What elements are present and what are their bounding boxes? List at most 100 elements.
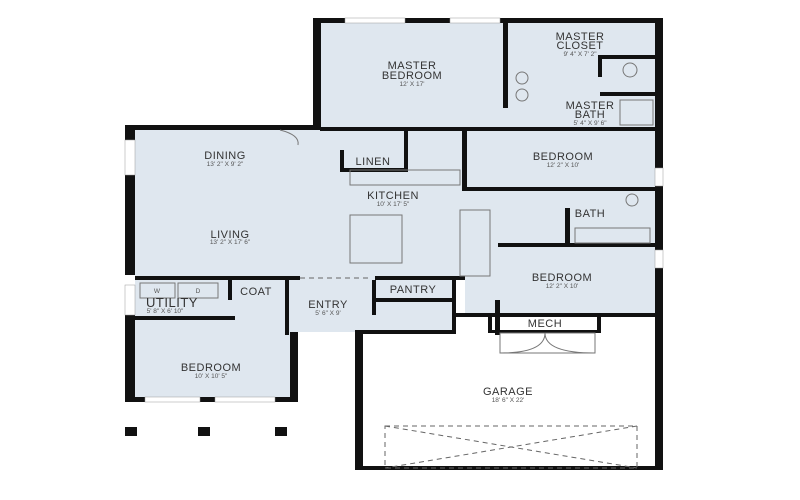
- bedroom-right-label: BEDROOM: [532, 272, 592, 284]
- master-bath-label: MASTER: [566, 100, 615, 112]
- windows: [124, 17, 664, 403]
- wall: [290, 332, 298, 402]
- living-label: LIVING: [210, 229, 249, 241]
- utility-label: UTILITY: [146, 295, 198, 310]
- bedroom-lower-left-size: 10' X 10' 5": [195, 373, 228, 380]
- bedroom-right-size: 12' 2" X 10': [546, 283, 579, 290]
- living-size: 13' 2" X 17' 6": [210, 239, 251, 246]
- wall: [125, 125, 320, 130]
- wall: [125, 125, 135, 275]
- mech-label: MECH: [528, 318, 562, 330]
- coat-label: COAT: [240, 286, 272, 298]
- wall: [488, 330, 601, 333]
- bathtub-icon: [619, 99, 654, 126]
- bath-label: BATH: [575, 208, 606, 220]
- wall: [655, 18, 663, 470]
- master-bedroom-label: BEDROOM: [382, 70, 442, 82]
- wall: [320, 127, 660, 131]
- pantry-label: PANTRY: [390, 284, 437, 296]
- post: [198, 427, 210, 436]
- wall: [462, 187, 657, 191]
- room-labels: MASTER BEDROOM 12' X 17' MASTER CLOSET 9…: [146, 31, 614, 404]
- master-bath-label: BATH: [575, 109, 606, 121]
- mech-doors: [499, 332, 596, 354]
- wall: [340, 150, 344, 172]
- garage-door: [384, 425, 638, 469]
- wall: [503, 20, 508, 108]
- wall: [455, 313, 655, 317]
- sink-icon: [515, 71, 529, 85]
- washer-icon: [139, 282, 176, 299]
- fixtures: W D: [139, 62, 654, 469]
- wall: [135, 276, 300, 280]
- window: [344, 17, 406, 24]
- bedroom-lower-left-label: BEDROOM: [181, 362, 241, 374]
- kitchen-cabinets: [349, 169, 461, 186]
- door-swing: [499, 332, 596, 354]
- wall: [355, 330, 455, 334]
- window: [214, 396, 276, 403]
- wall: [598, 55, 602, 77]
- wall: [228, 280, 232, 300]
- room-fills: [135, 22, 660, 400]
- garage-label: GARAGE: [483, 386, 533, 398]
- washer-label: W: [154, 288, 161, 295]
- kitchen-label: KITCHEN: [367, 190, 419, 202]
- post: [275, 427, 287, 436]
- wall: [598, 55, 655, 59]
- wall: [375, 276, 465, 280]
- wall: [495, 300, 500, 335]
- wall: [125, 397, 298, 402]
- dining-size: 13' 2" X 9' 2": [207, 161, 244, 168]
- porch-posts: [125, 427, 287, 436]
- wall: [600, 92, 655, 96]
- master-closet-label: CLOSET: [556, 40, 603, 52]
- entry-size: 5' 6" X 9': [315, 310, 340, 317]
- garage-door-mark: [384, 425, 638, 469]
- window: [654, 249, 664, 269]
- wall: [372, 280, 376, 315]
- bedroom-upper-label: BEDROOM: [533, 151, 593, 163]
- window: [654, 167, 664, 187]
- entry-label: ENTRY: [308, 299, 348, 311]
- master-closet-label: MASTER: [556, 31, 605, 43]
- kitchen-counter: [459, 209, 491, 277]
- master-bedroom-label: MASTER: [388, 60, 437, 72]
- master-suite-area: [320, 22, 660, 132]
- sink-icon: [515, 88, 529, 102]
- door-swing: [279, 129, 299, 146]
- wall: [355, 466, 663, 470]
- post: [125, 427, 137, 436]
- kitchen-island: [349, 214, 403, 264]
- wall: [135, 316, 235, 320]
- wall: [355, 332, 363, 470]
- window: [144, 396, 201, 403]
- kitchen-size: 10' X 17' 5": [377, 201, 410, 208]
- wall: [125, 315, 135, 400]
- wall: [488, 313, 492, 333]
- bedroom-wing-area: [465, 130, 657, 316]
- window: [449, 17, 501, 24]
- linen-label: LINEN: [356, 156, 391, 168]
- dryer-label: D: [196, 288, 201, 295]
- wall: [462, 130, 467, 190]
- utility-size: 5' 8" X 6' 10": [147, 308, 184, 315]
- wall: [285, 280, 289, 335]
- wall: [565, 208, 570, 246]
- sink-icon: [625, 193, 639, 207]
- garage-size: 18' 6" X 22': [492, 397, 525, 404]
- bedroom-upper-size: 12' 2" X 10': [547, 162, 580, 169]
- master-bedroom-size: 12' X 17': [400, 81, 425, 88]
- living-dining-area: [135, 130, 465, 280]
- wall: [404, 130, 408, 172]
- wall: [452, 280, 456, 334]
- toilet-icon: [622, 62, 638, 78]
- bathtub-icon: [574, 227, 651, 244]
- wall: [498, 243, 658, 247]
- wall: [376, 298, 454, 302]
- dryer-icon: [177, 282, 219, 299]
- lower-bedroom-area: [135, 320, 295, 400]
- wall: [597, 313, 601, 333]
- window: [124, 139, 136, 176]
